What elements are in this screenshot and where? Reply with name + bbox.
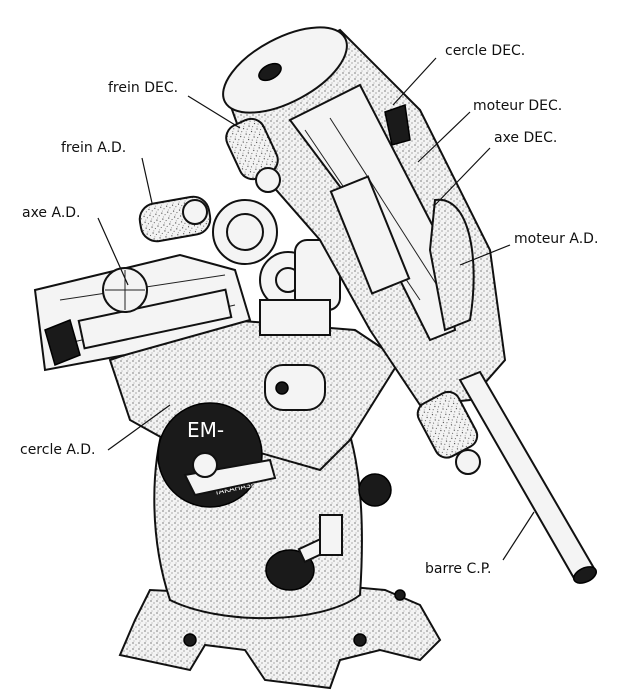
knob-icon [358,473,392,507]
label-moteur-dec: moteur DEC. [473,98,563,114]
ra-brake [138,195,212,243]
bar-end-cap-icon [572,566,598,584]
label-moteur-ad: moteur A.D. [514,231,599,247]
dec-motor-cover [428,198,475,332]
ra-lock-lever [183,458,277,497]
ra-setting-circle: EM- TAKAHASHI [157,402,277,508]
base-hole-icon [394,589,406,601]
dec-housing [222,26,507,407]
gear-train [212,199,341,336]
label-frein-dec: frein DEC. [108,80,179,96]
base-hole-icon [183,633,197,647]
latitude-bolt-icon [275,381,289,395]
counterweight-bar [416,370,598,584]
label-axe-ad: axe A.D. [22,205,81,221]
base-hole-icon [353,633,367,647]
label-frein-ad: frein A.D. [61,140,127,156]
label-cercle-dec: cercle DEC. [445,43,526,59]
label-axe-dec: axe DEC. [494,130,558,146]
ra-axis-housing [33,253,252,372]
knob-icon [265,549,315,591]
ra-axis-shaft [77,288,233,350]
azimuth-knobs [265,473,392,591]
dec-axis-shaft [329,175,411,295]
latitude-knob-housing [264,364,326,411]
ra-gearbox [259,299,331,336]
em-logo-text: EM- [187,418,224,442]
leader-lines [97,57,535,561]
dec-top-cap [222,26,348,114]
dec-circle-ring [384,103,411,146]
label-cercle-ad: cercle A.D. [20,442,96,458]
dec-brake [225,117,281,193]
label-barre-cp: barre C.P. [425,561,492,577]
